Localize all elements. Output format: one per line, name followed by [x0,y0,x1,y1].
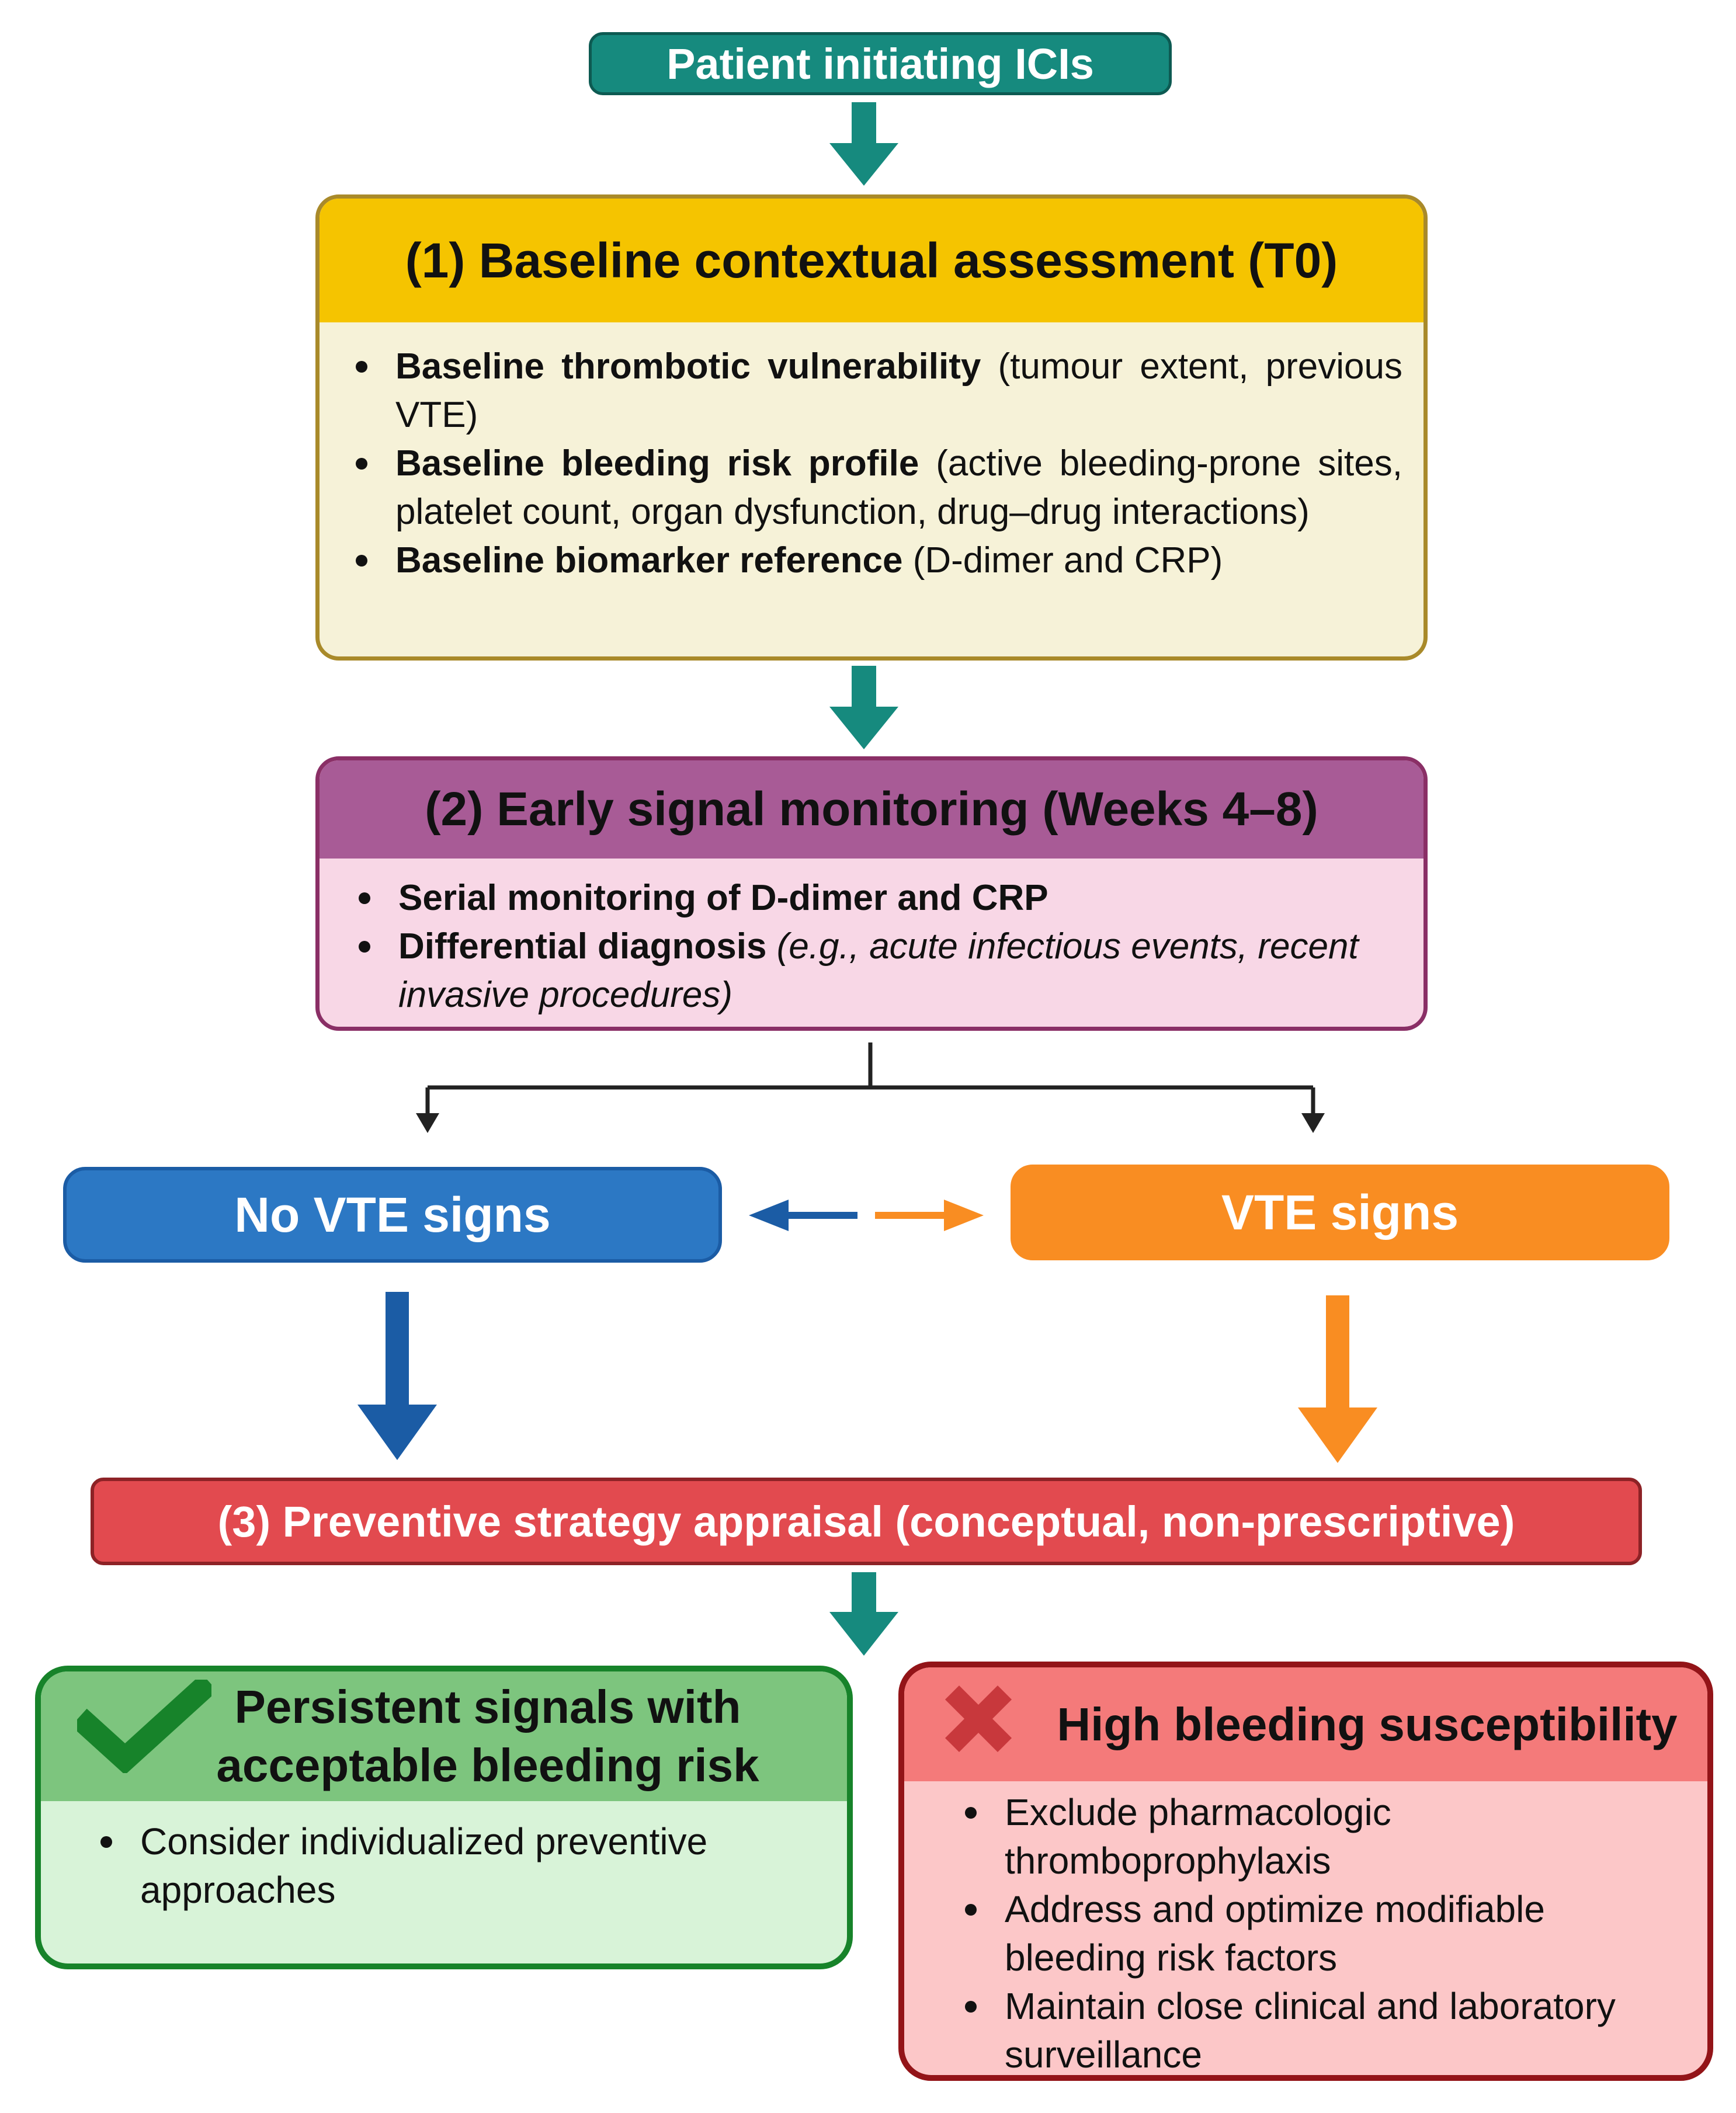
item-text: (e.g., acute infectious events, recent i… [398,926,1359,1015]
list-item: Differential diagnosis (e.g., acute infe… [359,922,1400,1019]
cross-icon [945,1685,1012,1753]
list-item: Baseline biomarker reference (D-dimer an… [356,536,1402,585]
outcome-green-box: Persistent signals with acceptable bleed… [35,1666,853,1969]
stage2-box: (2) Early signal monitoring (Weeks 4–8) … [315,756,1428,1031]
stage2-list: Serial monitoring of D-dimer and CRP Dif… [320,859,1423,1019]
start-node: Patient initiating ICIs [589,32,1172,95]
outcome-green-title-line2: acceptable bleeding risk [216,1739,759,1791]
list-item: Baseline bleeding risk profile (active b… [356,439,1402,536]
list-item: Consider individualized preventive appro… [100,1817,824,1914]
outcome-green-title: Persistent signals with acceptable bleed… [41,1671,847,1801]
stage1-title: (1) Baseline contextual assessment (T0) [320,199,1423,322]
branch-connector [425,1042,1315,1113]
list-item: Exclude pharmacologic thromboprophylaxis [965,1788,1690,1885]
item-text: (D-dimer and CRP) [902,540,1223,581]
list-item: Maintain close clinical and laboratory s… [965,1982,1690,2075]
outcome-red-title: High bleeding susceptibility [904,1667,1707,1781]
start-label: Patient initiating ICIs [666,39,1094,88]
item-bold: Baseline bleeding risk profile [395,443,919,484]
no-vte-signs-node: No VTE signs [63,1167,722,1263]
arrow-vte-to-stage3 [1298,1295,1377,1463]
arrowhead-left-branch [416,1113,439,1133]
arrow-stage1-to-stage2 [829,666,898,749]
outcome-red-list: Exclude pharmacologic thromboprophylaxis… [904,1781,1707,2075]
list-item: Address and optimize modifiable bleeding… [965,1885,1690,1982]
no-vte-label: No VTE signs [234,1187,551,1242]
item-text: (active bleeding-prone sites, platelet c… [395,443,1402,532]
vte-label: VTE signs [1221,1184,1459,1240]
vte-signs-node: VTE signs [1011,1165,1669,1260]
item-bold: Differential diagnosis [398,926,767,967]
arrow-novte-to-stage3 [357,1292,437,1460]
outcome-green-list: Consider individualized preventive appro… [41,1801,847,1914]
stage1-box: (1) Baseline contextual assessment (T0) … [315,194,1428,661]
check-icon [77,1680,211,1773]
arrow-start-to-stage1 [829,102,898,186]
item-text: (tumour extent, previous VTE) [395,346,1402,435]
arrowhead-right-branch [1301,1113,1325,1133]
list-item: Baseline thrombotic vulnerability (tumou… [356,342,1402,439]
item-bold: Serial monitoring of D-dimer and CRP [398,878,1048,918]
stage2-title: (2) Early signal monitoring (Weeks 4–8) [320,760,1423,859]
item-bold: Baseline thrombotic vulnerability [395,346,981,387]
stage3-title: (3) Preventive strategy appraisal (conce… [217,1497,1515,1546]
outcome-red-box: High bleeding susceptibility Exclude pha… [898,1662,1713,2081]
teal-arrows [829,102,898,1656]
arrow-stage3-to-outcomes [829,1572,898,1656]
item-bold: Baseline biomarker reference [395,540,903,581]
stage3-box: (3) Preventive strategy appraisal (conce… [91,1478,1642,1565]
list-item: Serial monitoring of D-dimer and CRP [359,874,1400,922]
stage1-list: Baseline thrombotic vulnerability (tumou… [320,322,1423,585]
outcome-green-title-line1: Persistent signals with [234,1681,741,1733]
bidirectional-arrows [749,1200,984,1231]
